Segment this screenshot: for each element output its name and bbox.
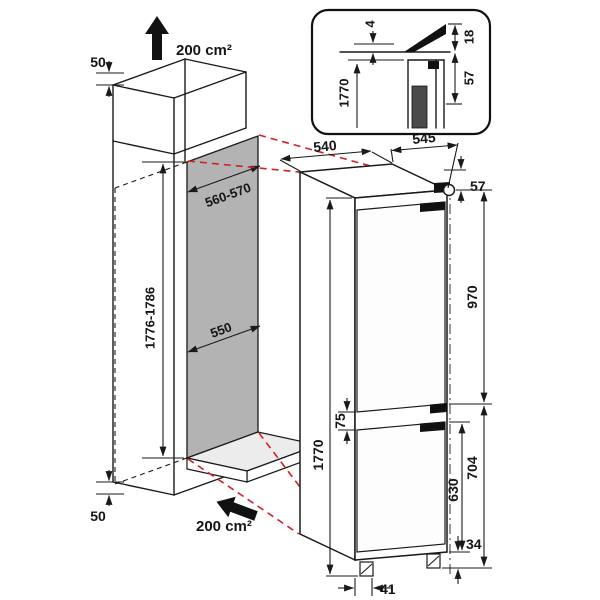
- svg-text:57: 57: [462, 71, 477, 85]
- dim-detail-gap: 4: [354, 20, 394, 65]
- svg-text:1770: 1770: [337, 79, 352, 108]
- dim-appliance-height: 1770: [310, 199, 334, 575]
- lower-door-handle-strip: [420, 421, 445, 432]
- hinge-pin-block: [428, 61, 439, 69]
- dim-appliance-width: 540: [279, 137, 393, 172]
- appliance-lower-door: [356, 421, 446, 553]
- svg-text:1776-1786: 1776-1786: [143, 287, 158, 349]
- detail-reference-marker: [442, 183, 456, 197]
- svg-text:50: 50: [90, 508, 106, 524]
- hinge-detail-block: [411, 85, 428, 129]
- top-airflow-arrow-icon: [145, 16, 169, 60]
- dim-niche-depth: 550: [187, 319, 261, 353]
- dim-door-gap: 75: [332, 398, 356, 444]
- svg-text:41: 41: [380, 581, 396, 597]
- dim-detail-height: 1770: [337, 59, 404, 128]
- svg-text:540: 540: [313, 137, 338, 155]
- middle-hinge: [430, 403, 447, 414]
- appliance-drawing: 540 545 57 970: [279, 129, 492, 597]
- dim-niche-height: 1776-1786: [142, 161, 184, 459]
- dim-lower-section: 704: [464, 405, 488, 567]
- vent-cover-wedge: [404, 24, 446, 52]
- appliance-side-face: [299, 170, 356, 562]
- detail-inset: 4 1770 18 57: [310, 8, 492, 136]
- cabinet-bottom-vent-label: 200 cm²: [196, 518, 252, 535]
- cabinet-top-box-outline: [112, 58, 247, 163]
- cabinet-hidden-edges: [114, 161, 188, 485]
- dim-upper-door: 970: [464, 191, 488, 403]
- dim-bottom-gap: 34: [454, 536, 482, 584]
- svg-text:57: 57: [470, 178, 486, 194]
- bottom-airflow-arrow-icon: [216, 496, 258, 521]
- cabinet-top-vent-label: 200 cm²: [176, 42, 232, 59]
- right-extension-lines: [442, 189, 492, 569]
- svg-text:4: 4: [363, 20, 378, 28]
- svg-text:50: 50: [90, 54, 106, 70]
- upper-door-handle-strip: [420, 201, 445, 212]
- svg-text:1770: 1770: [310, 439, 326, 470]
- appliance-upper-door: [356, 201, 446, 413]
- svg-text:970: 970: [464, 285, 480, 309]
- svg-text:75: 75: [332, 413, 348, 429]
- appliance-feet: [359, 553, 441, 577]
- svg-text:18: 18: [462, 30, 477, 44]
- dim-bottom-clearance: 50: [90, 470, 124, 524]
- dim-top-clearance: 50: [90, 54, 124, 97]
- dim-detail-recess: 57: [446, 53, 477, 105]
- svg-text:34: 34: [466, 536, 482, 552]
- dim-foot-offset: 41: [338, 578, 396, 597]
- cabinet-niche-drawing: 200 cm²: [90, 16, 321, 535]
- svg-text:630: 630: [445, 478, 461, 502]
- left-extension-lines: [326, 197, 358, 577]
- svg-text:704: 704: [464, 456, 480, 480]
- dim-detail-vent: 18: [448, 23, 477, 51]
- svg-text:550: 550: [208, 319, 234, 341]
- dim-lower-door: 630: [445, 423, 466, 551]
